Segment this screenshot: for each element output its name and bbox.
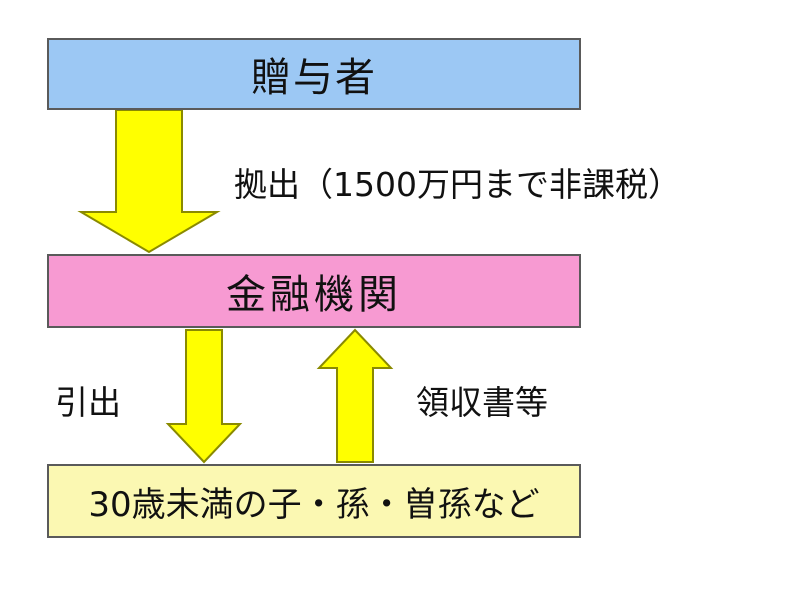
recipient-box: 30歳未満の子・孫・曽孫など bbox=[47, 464, 581, 538]
arrow-recipient-to-bank bbox=[316, 328, 394, 463]
donor-label: 贈与者 bbox=[251, 55, 377, 101]
withdrawal-label: 引出 bbox=[55, 383, 121, 422]
receipts-label: 領収書等 bbox=[416, 383, 548, 422]
arrow-donor-to-bank bbox=[77, 109, 221, 254]
recipient-label: 30歳未満の子・孫・曽孫など bbox=[88, 484, 540, 525]
bank-box: 金融機関 bbox=[47, 254, 581, 328]
donor-box: 贈与者 bbox=[47, 38, 581, 110]
contribution-label: 拠出（1500万円まで非課税） bbox=[234, 165, 681, 204]
arrow-bank-to-recipient bbox=[165, 329, 243, 464]
bank-label: 金融機関 bbox=[226, 272, 402, 318]
